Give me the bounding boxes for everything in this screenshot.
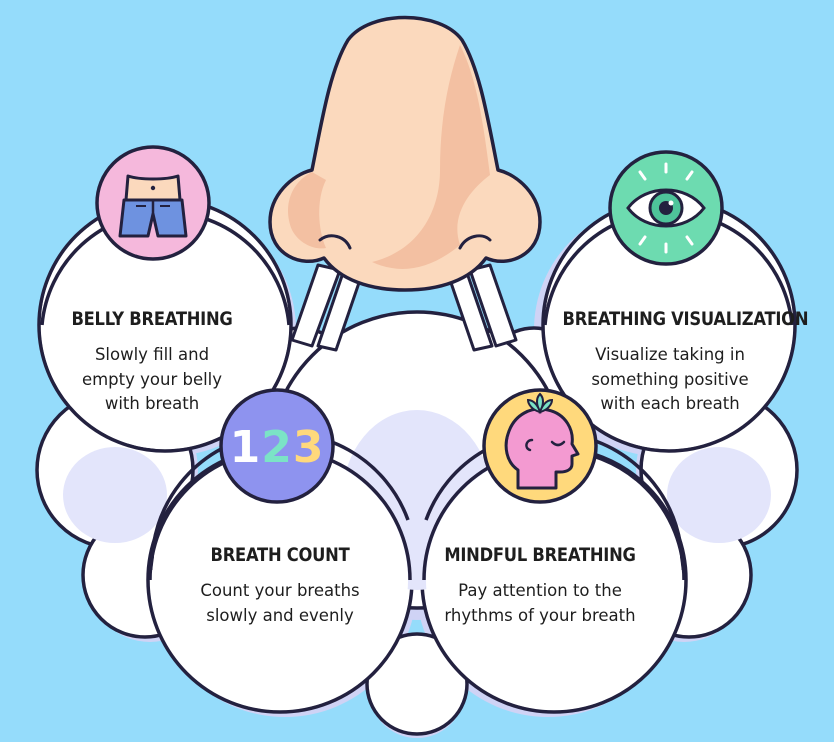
mindful-breathing-title: MINDFUL BREATHING xyxy=(444,544,636,566)
breath-count-description: Count your breaths slowly and evenly xyxy=(200,581,360,625)
belly-breathing-title: BELLY BREATHING xyxy=(71,308,233,330)
cloud-bubbles xyxy=(40,201,794,708)
belly-breathing-card: BELLY BREATHING Slowly fill and empty yo… xyxy=(52,307,252,417)
belly-breathing-description: Slowly fill and empty your belly with br… xyxy=(81,345,223,413)
breathing-visualization-title: BREATHING VISUALIZATION xyxy=(562,308,809,330)
numbers-123-icon: 123 xyxy=(219,388,335,504)
nose-icon xyxy=(268,15,542,292)
mindful-head-icon xyxy=(482,388,598,504)
breath-count-card: BREATH COUNT Count your breaths slowly a… xyxy=(170,543,390,628)
breathing-visualization-card: BREATHING VISUALIZATION Visualize taking… xyxy=(545,307,809,417)
numbers-123-text: 123 xyxy=(230,422,325,473)
breath-count-title: BREATH COUNT xyxy=(210,544,350,566)
eye-icon xyxy=(608,150,724,266)
breathing-visualization-description: Visualize taking in something positive w… xyxy=(591,345,749,413)
mindful-breathing-card: MINDFUL BREATHING Pay attention to the r… xyxy=(418,543,662,628)
mindful-breathing-description: Pay attention to the rhythms of your bre… xyxy=(444,581,636,625)
belly-jeans-icon xyxy=(95,145,211,261)
